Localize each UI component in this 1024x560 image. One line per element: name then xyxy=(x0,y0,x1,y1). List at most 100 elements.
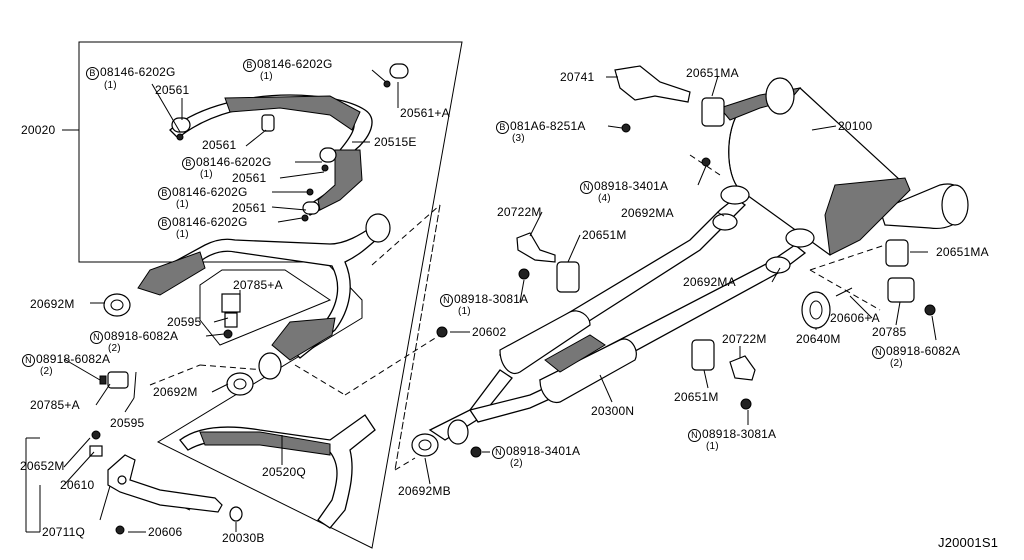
bolt-1-number: 08146-6202G xyxy=(100,65,176,79)
label-nut-1-qty: (2) xyxy=(40,366,53,377)
label-bolt-3-qty: (1) xyxy=(200,169,213,180)
label-20561-d: 20561 xyxy=(232,201,267,215)
rear-tail-upper xyxy=(765,77,795,115)
label-20100: 20100 xyxy=(838,119,873,133)
label-20651ma-top: 20651MA xyxy=(686,66,739,80)
dash-h xyxy=(809,239,901,271)
label-bolt-1-qty: (1) xyxy=(104,80,117,91)
bolt-1 xyxy=(176,133,184,141)
catalyst-left xyxy=(137,251,206,296)
dash-d xyxy=(149,364,201,386)
gasket-20692ma-b xyxy=(765,256,791,274)
catalyst-right xyxy=(271,317,336,361)
label-20610: 20610 xyxy=(60,478,95,492)
label-20692ma-a: 20692MA xyxy=(621,206,674,220)
dash-a xyxy=(371,204,441,266)
diagram-reference-code: J20001S1 xyxy=(938,535,999,550)
bracket-hole xyxy=(117,475,127,485)
lower-shield-shade xyxy=(199,431,331,456)
label-bolt-6-qty: (3) xyxy=(512,133,525,144)
center-muffler-shade xyxy=(544,334,606,373)
dash-i xyxy=(809,269,881,311)
nut-20722m-b xyxy=(740,398,752,410)
bracket-20722m-a xyxy=(516,232,556,263)
label-20561-plus-a: 20561+A xyxy=(400,106,450,120)
nut-20652m xyxy=(91,430,101,440)
bolt-symbol: B xyxy=(243,59,256,72)
label-20692m-b: 20692M xyxy=(153,385,198,399)
front-pipe-flange-top xyxy=(365,213,391,243)
label-nut-4-qty: (1) xyxy=(458,306,471,317)
center-muffler-b xyxy=(539,338,637,404)
hanger-bracket-box xyxy=(199,269,332,346)
nut-symbol: N xyxy=(872,346,885,359)
front-tube-group-outline xyxy=(78,41,463,549)
clamp-20561-d xyxy=(302,201,320,215)
bolt-symbol: B xyxy=(182,157,195,170)
label-20020: 20020 xyxy=(21,123,56,137)
label-nut-5-qty: (2) xyxy=(890,358,903,369)
nut-symbol: N xyxy=(688,429,701,442)
nut-20602 xyxy=(436,326,448,338)
label-20722m-a: 20722M xyxy=(497,205,542,219)
label-20651ma-right: 20651MA xyxy=(936,245,989,259)
label-bolt-4-qty: (1) xyxy=(176,199,189,210)
nut-7-number: 08918-3401A xyxy=(506,444,581,458)
gasket-line xyxy=(133,371,137,399)
label-nut-6-qty: (1) xyxy=(706,441,719,452)
dash-j xyxy=(689,154,721,176)
label-nut-7-qty: (2) xyxy=(510,458,523,469)
nut-5-number: 08918-6082A xyxy=(886,344,961,358)
flange-20692m-a xyxy=(103,293,131,317)
leader-lines xyxy=(25,69,937,533)
nut-symbol: N xyxy=(580,181,593,194)
nut-6-number: 08918-3081A xyxy=(702,427,777,441)
dash-f xyxy=(394,457,416,471)
heat-shield-upper xyxy=(224,95,361,131)
clamp-20561-c xyxy=(319,147,337,163)
bracket-20711q xyxy=(107,454,223,513)
bolt-3-number: 08146-6202G xyxy=(196,155,272,169)
nut-symbol: N xyxy=(440,294,453,307)
label-nut-2-qty: (2) xyxy=(108,343,121,354)
bolt-20606a xyxy=(835,287,853,297)
bolt-20606 xyxy=(115,525,125,535)
label-20785: 20785 xyxy=(872,325,907,339)
label-20651m-a: 20651M xyxy=(582,228,627,242)
center-muffler-a xyxy=(499,310,591,374)
clamp-20561-top xyxy=(389,63,409,79)
label-20711q: 20711Q xyxy=(42,525,86,539)
nut-20722m-a xyxy=(518,268,530,280)
bolt-symbol: B xyxy=(158,187,171,200)
bolt-symbol: B xyxy=(496,121,509,134)
clamp-20561-a xyxy=(171,117,191,133)
nut-3-number: 08918-3401A xyxy=(594,179,669,193)
nut-4-number: 08918-3081A xyxy=(454,292,529,306)
bolt-5-number: 08146-6202G xyxy=(172,215,248,229)
label-20606-plus-a: 20606+A xyxy=(830,311,880,325)
bolt-symbol: B xyxy=(158,217,171,230)
label-20606: 20606 xyxy=(148,525,183,539)
bush-20610 xyxy=(89,445,103,457)
bolt-2-number: 08146-6202G xyxy=(257,57,333,71)
label-20595-b: 20595 xyxy=(110,416,145,430)
bolt-symbol: B xyxy=(86,67,99,80)
label-20722m-b: 20722M xyxy=(722,332,767,346)
muffler-lower-shade xyxy=(824,177,911,256)
bracket-20722m-b xyxy=(729,355,756,381)
nut-2-number: 08918-6082A xyxy=(104,329,179,343)
label-20692mb: 20692MB xyxy=(398,484,451,498)
hanger-20651m-b xyxy=(691,339,715,371)
flange-20692mb-hole xyxy=(418,439,432,451)
